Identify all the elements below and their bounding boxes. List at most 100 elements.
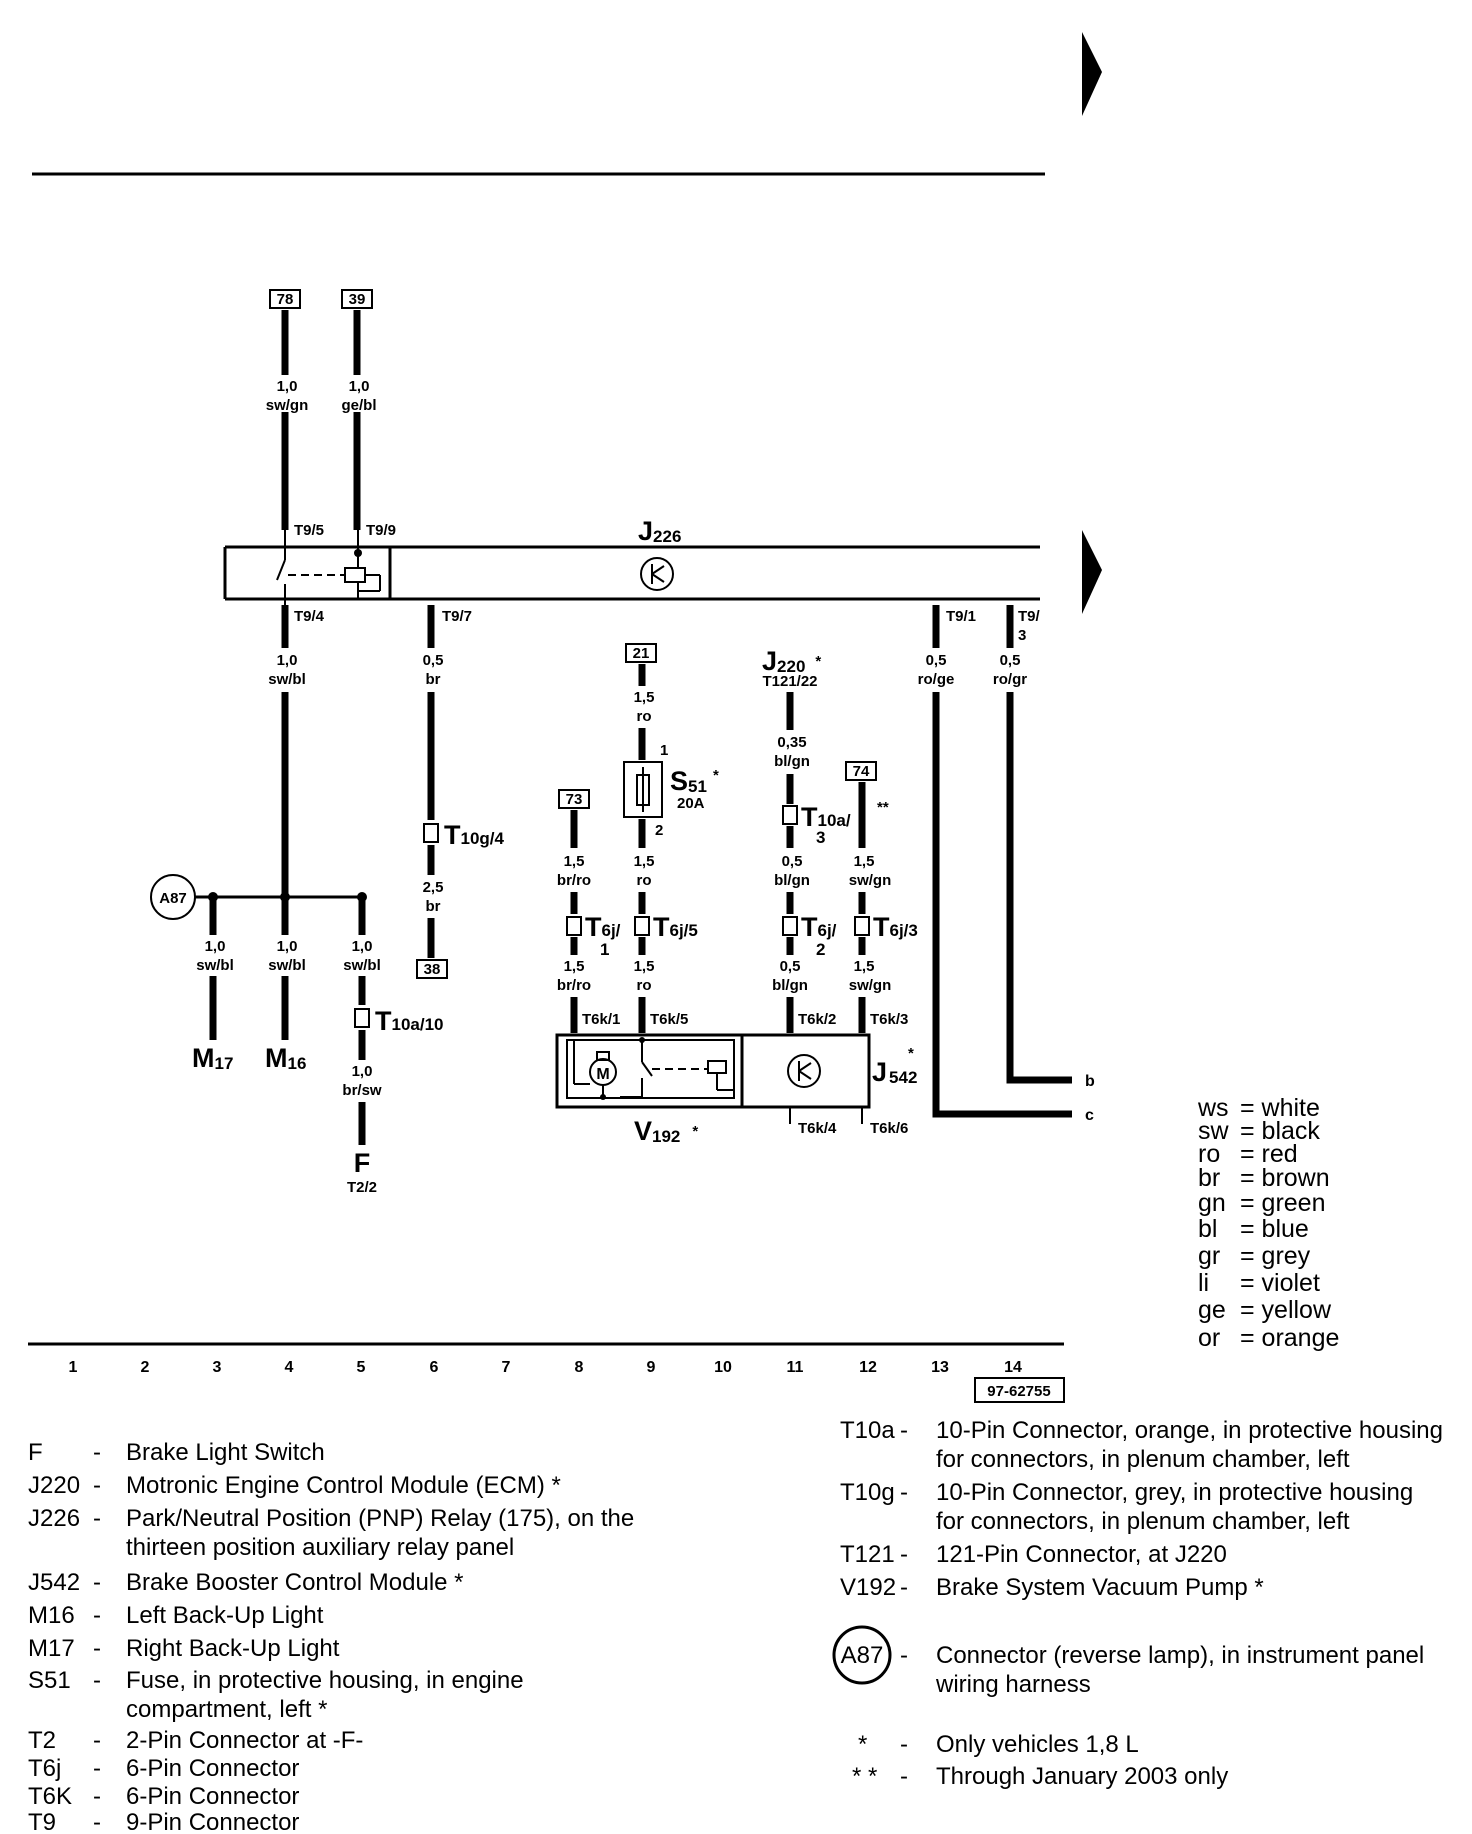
pin-t6k-2: T6k/2 xyxy=(798,1011,836,1028)
wire-m17-color: sw/bl xyxy=(196,957,234,974)
wire-74-color: sw/gn xyxy=(849,872,892,889)
svg-text:gn= green: gn= green xyxy=(1198,1189,1326,1217)
pin-t9-4: T9/4 xyxy=(294,608,325,625)
svg-text:ge= yellow: ge= yellow xyxy=(1198,1296,1332,1324)
svg-text:Through January 2003 only: Through January 2003 only xyxy=(936,1763,1228,1790)
v192-j542-module xyxy=(555,1033,871,1109)
svg-text:sw= black: sw= black xyxy=(1198,1117,1320,1145)
svg-text:3: 3 xyxy=(213,1359,222,1376)
wire-t6k3-size: 1,5 xyxy=(854,958,875,975)
svg-text:121-Pin Connector, at J220: 121-Pin Connector, at J220 xyxy=(936,1541,1227,1568)
t10a3-label-2: 3 xyxy=(816,828,825,847)
svg-text:-: - xyxy=(93,1439,101,1466)
svg-text:-: - xyxy=(900,1417,908,1444)
svg-text:thirteen position auxiliary re: thirteen position auxiliary relay panel xyxy=(126,1534,514,1561)
legend-t9-text: 9-Pin Connector xyxy=(126,1809,299,1834)
endpoint-c: c xyxy=(1085,1107,1094,1124)
wire-39-color: ge/bl xyxy=(341,397,376,414)
wire-t6k1-color: br/ro xyxy=(557,977,591,994)
wire-t91-color: ro/ge xyxy=(918,671,955,688)
wire-f-color: br/sw xyxy=(342,1082,382,1099)
svg-text:br= brown: br= brown xyxy=(1198,1164,1330,1192)
ref-38: 38 xyxy=(424,961,441,978)
svg-text:F: F xyxy=(28,1439,43,1466)
svg-text:compartment, left *: compartment, left * xyxy=(126,1696,327,1723)
svg-text:8: 8 xyxy=(575,1359,584,1376)
t10a10-label: T10a/10 xyxy=(375,1006,444,1036)
svg-text:V192: V192 xyxy=(840,1574,896,1601)
svg-text:1: 1 xyxy=(69,1359,78,1376)
wire-t94-size: 1,0 xyxy=(277,652,298,669)
svg-text:13: 13 xyxy=(931,1359,949,1376)
wire-t10a10-size: 1,0 xyxy=(352,938,373,955)
ref-39: 39 xyxy=(349,291,366,308)
svg-text:Park/Neutral Position (PNP) Re: Park/Neutral Position (PNP) Relay (175),… xyxy=(126,1505,634,1532)
ref-21: 21 xyxy=(633,645,650,662)
svg-text:Only vehicles 1,8 L: Only vehicles 1,8 L xyxy=(936,1731,1139,1758)
wire-t93-color: ro/gr xyxy=(993,671,1027,688)
wire-t94-color: sw/bl xyxy=(268,671,306,688)
svg-text:-: - xyxy=(93,1635,101,1662)
wire-21-color: ro xyxy=(637,708,652,725)
svg-text:6: 6 xyxy=(430,1359,439,1376)
t6j1-label: T6j/ xyxy=(585,912,621,942)
svg-text:6-Pin Connector: 6-Pin Connector xyxy=(126,1755,299,1782)
svg-text:2-Pin Connector at -F-: 2-Pin Connector at -F- xyxy=(126,1727,363,1754)
ref-73: 73 xyxy=(566,791,583,808)
svg-text:J542: J542 xyxy=(28,1569,80,1596)
relay-j226 xyxy=(223,530,1040,606)
svg-text:6-Pin Connector: 6-Pin Connector xyxy=(126,1783,299,1810)
svg-text:bl= blue: bl= blue xyxy=(1198,1215,1309,1243)
wire-38-color: br xyxy=(426,898,441,915)
svg-text:10-Pin Connector, orange, in p: 10-Pin Connector, orange, in protective … xyxy=(936,1417,1443,1444)
wire-73-size: 1,5 xyxy=(564,853,585,870)
t6j3-label: T6j/3 xyxy=(873,912,918,942)
svg-text:14: 14 xyxy=(1004,1359,1022,1376)
f-pin: T2/2 xyxy=(347,1179,377,1196)
doc-number-box xyxy=(974,1377,1065,1403)
pin-t6k-5: T6k/5 xyxy=(650,1011,688,1028)
j220-label: J220* xyxy=(762,646,821,676)
pin-t6k-3: T6k/3 xyxy=(870,1011,908,1028)
j226-label: J226 xyxy=(638,516,681,546)
svg-text:J226: J226 xyxy=(28,1505,80,1532)
svg-text:10: 10 xyxy=(714,1359,732,1376)
a87-label: A87 xyxy=(159,890,187,907)
svg-text:-: - xyxy=(93,1667,101,1694)
svg-text:li= violet: li= violet xyxy=(1198,1269,1320,1297)
svg-text:5: 5 xyxy=(357,1359,366,1376)
page-continue-marker-top xyxy=(1082,32,1102,116)
svg-text:10-Pin Connector, grey, in pro: 10-Pin Connector, grey, in protective ho… xyxy=(936,1479,1413,1506)
svg-text:A87: A87 xyxy=(841,1642,884,1669)
wire-38-size: 2,5 xyxy=(423,879,444,896)
svg-text:wiring harness: wiring harness xyxy=(935,1671,1091,1698)
pin-t6k-4: T6k/4 xyxy=(798,1120,837,1137)
s51-label: S51* xyxy=(670,766,719,796)
svg-text:T121: T121 xyxy=(840,1541,895,1568)
wire-t6k3-color: sw/gn xyxy=(849,977,892,994)
t6j2-label: T6j/ xyxy=(801,912,837,942)
svg-text:-: - xyxy=(900,1541,908,1568)
s51-pin2: 2 xyxy=(655,822,663,839)
svg-text:T2: T2 xyxy=(28,1727,56,1754)
ref-box-39 xyxy=(341,289,373,309)
svg-text:-: - xyxy=(93,1727,101,1754)
pin-t9-3-a: T9/ xyxy=(1018,608,1041,625)
svg-text:ws= white: ws= white xyxy=(1197,1094,1320,1122)
svg-text:Right Back-Up Light: Right Back-Up Light xyxy=(126,1635,340,1662)
ref-74: 74 xyxy=(853,763,870,780)
t10a3-label: T10a/ xyxy=(801,802,851,832)
svg-text:M17: M17 xyxy=(28,1635,75,1662)
wire-m17-size: 1,0 xyxy=(205,938,226,955)
svg-text:-: - xyxy=(93,1505,101,1532)
color-key: ws= white sw= black ro= red br= brown gn… xyxy=(1197,1094,1339,1352)
wire-78-color: sw/gn xyxy=(266,397,309,414)
ref-78: 78 xyxy=(277,291,294,308)
wire-t10a10-color: sw/bl xyxy=(343,957,381,974)
svg-text:Left Back-Up Light: Left Back-Up Light xyxy=(126,1602,324,1629)
grid-numbers: 1 2 3 4 5 6 7 8 9 10 11 12 13 14 xyxy=(69,1359,1022,1376)
svg-text:12: 12 xyxy=(859,1359,877,1376)
legend-t9-dash: - xyxy=(93,1809,101,1834)
